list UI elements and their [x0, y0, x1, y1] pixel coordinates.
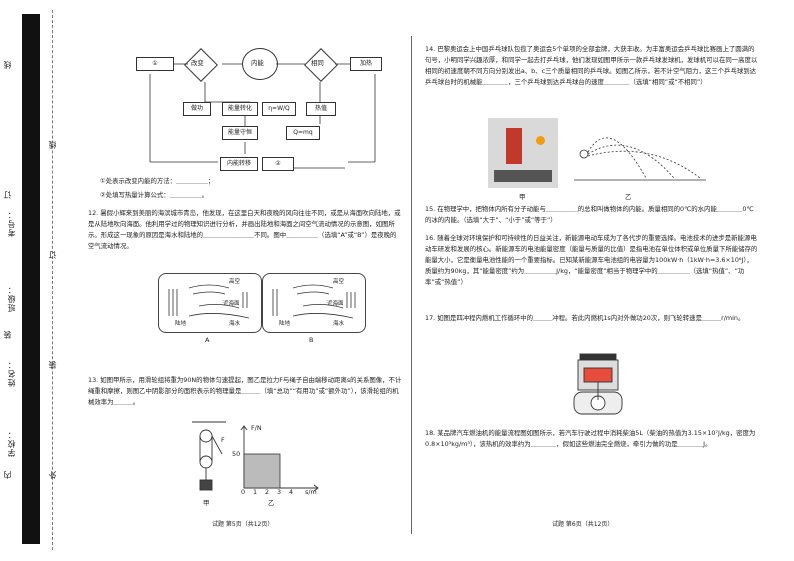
diagram-node-calorific: 热值 — [306, 102, 336, 116]
fig13-jia: 甲 — [203, 499, 210, 507]
figure-b-drawing — [272, 284, 356, 319]
fig13-xtick-4: 4 — [289, 488, 294, 496]
left-footer: 试题 第5页（共12页） — [212, 521, 274, 528]
q14-trajectory-figure — [574, 137, 706, 181]
q18-text: 18. 某品牌汽车燃油机的能量流程图如图所示，若汽车行驶过程中消耗柴油5L（柴油… — [425, 429, 756, 448]
fig13-xtick-1: 1 — [253, 488, 258, 496]
fig13-ytick: 50 — [232, 450, 241, 458]
diagram-node-eta: η=W/Q — [262, 102, 296, 116]
q17-text: 17. 如图是四冲程内燃机工作循环中的＿＿＿冲程。若此内燃机1s内对外做功20次… — [425, 314, 745, 322]
fig-a-land: 陆地 — [175, 321, 187, 327]
binding-mark: 线 — [48, 140, 57, 149]
q14-photo — [488, 118, 558, 188]
binding-label-school: 学校： — [7, 430, 16, 457]
fig-a-near-sea: 近海面 — [223, 301, 240, 307]
fig13-xaxis: s/m — [305, 488, 317, 496]
diagram-circle-inner — [242, 48, 278, 80]
fig13-f-label: F — [221, 436, 225, 444]
binding-mark: 线 — [3, 60, 12, 69]
diagram-node-equal: 相同 — [311, 59, 324, 67]
binding-label-id: 考号： — [7, 210, 16, 237]
fig-b-sky: 高空 — [333, 279, 345, 285]
q11-sub1: ①处表示改变内能的方法：＿＿＿＿＿； — [100, 177, 215, 185]
figure-a-drawing — [168, 284, 250, 319]
q12-text: 12. 暑假小辉来到美丽的海滨城市青岛，他发现，在这里白天和夜晚的风向往往不同，… — [88, 209, 401, 250]
fig13-xtick-2: 2 — [265, 488, 270, 496]
diagram-node-2: ② — [262, 157, 294, 171]
q16-text: 16. 随着全球对环境保护和可持续性的日益关注，新能源电动车成为了各代步的重要选… — [425, 234, 758, 286]
binding-mark: 装 — [3, 330, 12, 339]
fig-b-land: 陆地 — [279, 321, 291, 327]
diagram-node-inner: 内能 — [251, 59, 264, 67]
binding-mark: 订 — [3, 190, 12, 199]
binding-label-name: 姓名： — [7, 360, 16, 387]
fig-a-sea: 海水 — [229, 321, 241, 327]
q17-engine-figure — [573, 353, 623, 415]
fig13-yi: 乙 — [268, 499, 275, 507]
fig14-jia: 甲 — [519, 193, 526, 201]
diagram-node-doing: 做功 — [183, 102, 211, 116]
table-edge — [494, 170, 552, 182]
q14-text: 14. 巴黎奥运会上中国乒乓球队包揽了奥运会5个单项的全部金牌，大获丰收。为丰富… — [425, 45, 758, 86]
q13-graph — [240, 425, 319, 492]
fig13-xtick-3: 3 — [277, 488, 282, 496]
binding-label-class: 班级： — [7, 285, 16, 312]
binding-mark: 内 — [3, 470, 12, 479]
fig-b-sea: 海水 — [333, 321, 345, 327]
fig-b-near-sea: 近海面 — [327, 301, 344, 307]
ping-pong-ball — [536, 136, 545, 145]
binding-strip: 学校： 姓名： 班级： 考号： 外 装 订 线 内 装 订 线 — [0, 0, 62, 561]
diagram-node-1: ① — [136, 57, 174, 71]
q12-figure-a: 高空 近海面 陆地 海水 — [158, 273, 262, 333]
diagram-node-change: 改变 — [191, 59, 204, 67]
diagram-node-heat: 加热 — [350, 57, 382, 71]
q13-pulley-figure — [192, 421, 226, 491]
q11-sub2: ②处填写热量计算公式：＿＿＿＿＿。 — [100, 191, 208, 199]
fig-b-label: B — [309, 336, 314, 344]
q15-text: 15. 在物理学中，把物体内所有分子动能与＿＿＿＿＿的总和叫做物体的内能。质量相… — [425, 205, 754, 224]
diagram-node-energy-conservation: 能量守恒 — [222, 126, 258, 140]
right-footer: 试题 第6页（共12页） — [552, 521, 614, 528]
fig-a-sky: 高空 — [229, 279, 241, 285]
column-divider — [411, 36, 412, 534]
diagram-node-energy-conversion: 能量转化 — [222, 102, 258, 116]
binding-mark: 订 — [48, 250, 57, 259]
diagram-node-qmq: Q=mq — [286, 126, 320, 140]
binding-bar — [22, 14, 40, 544]
fig14-yi: 乙 — [625, 193, 632, 201]
fig13-yaxis: F/N — [251, 424, 262, 432]
q12-figure-b: 高空 近海面 陆地 海水 — [262, 273, 366, 333]
fig13-xtick-0: 0 — [241, 488, 246, 496]
fig-a-label: A — [205, 336, 210, 344]
binding-mark: 外 — [48, 470, 57, 479]
ball-launcher-body — [506, 128, 522, 164]
diagram-node-transfer: 内能转移 — [220, 157, 258, 171]
binding-mark: 装 — [48, 360, 57, 369]
binding-dash-line — [52, 10, 53, 550]
q13-text: 13. 如图甲所示，用滑轮组将重为90N的物体匀速提起，图乙是拉力F与绳子自由端… — [88, 376, 402, 406]
